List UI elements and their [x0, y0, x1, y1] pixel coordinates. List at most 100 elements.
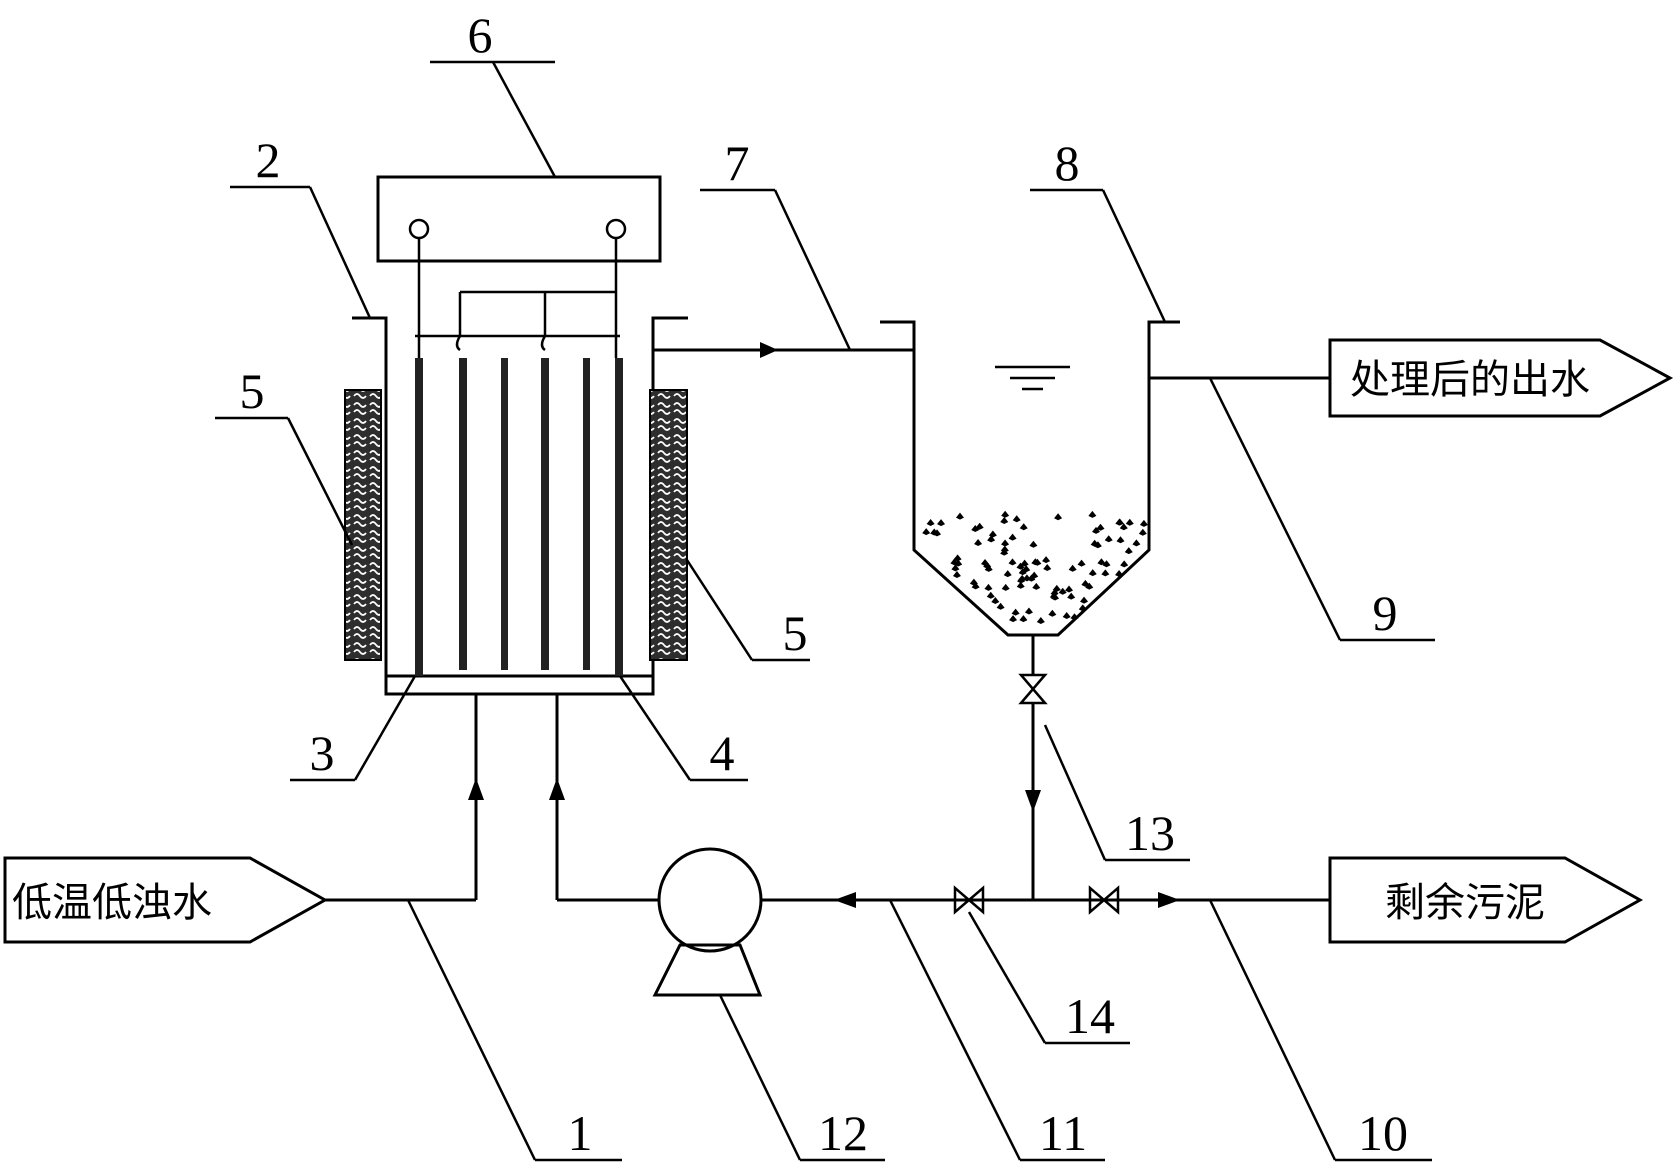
sludge-particle: [1049, 592, 1058, 600]
part-number-14: 14: [1065, 988, 1115, 1044]
bottom-piping: [325, 694, 1330, 997]
sludge-particle: [988, 530, 997, 538]
sludge-particle: [1058, 587, 1067, 595]
outlet-label: 处理后的出水: [1350, 357, 1590, 403]
flow-arrow-icon: [760, 342, 778, 358]
sludge-particle: [987, 535, 996, 543]
sludge-particle: [1119, 523, 1128, 531]
part-number-10: 10: [1358, 1105, 1408, 1161]
sludge-particle: [986, 591, 995, 599]
sludge-particle: [975, 522, 984, 530]
sludge-particle: [1001, 539, 1010, 547]
heating-jacket-left: [344, 389, 382, 661]
flow-arrow-icon: [1025, 790, 1041, 812]
flow-arrow-icon: [468, 778, 484, 800]
sludge-particle: [1077, 559, 1086, 567]
sludge-particle: [1115, 569, 1124, 577]
sludge-particle: [1019, 615, 1028, 623]
sludge-particle: [1043, 563, 1052, 571]
valve-icon: [1018, 673, 1048, 705]
sludge-particle: [1048, 609, 1057, 617]
electrode-plate: [583, 358, 590, 670]
sludge-particle: [1104, 535, 1113, 543]
sludge-particle: [1016, 562, 1025, 570]
sludge-discharge-pipe: [1018, 635, 1048, 900]
sludge-particle: [1097, 558, 1106, 566]
sludge-particle: [1096, 523, 1105, 531]
sludge-particle: [1070, 613, 1079, 621]
heating-jacket-right: [649, 389, 688, 661]
sludge-particle: [984, 564, 993, 572]
sludge-particle: [1115, 518, 1124, 526]
sludge-particle: [1008, 558, 1017, 566]
sludge-particle: [1085, 582, 1094, 590]
valve-icon: [953, 885, 985, 915]
part-number-5-right: 5: [783, 605, 808, 661]
sludge-particle: [1090, 539, 1099, 547]
sludge-particle: [991, 596, 1000, 604]
sludge-particle: [1116, 536, 1125, 544]
outlet-label-box: 处理后的出水: [1328, 338, 1674, 418]
settled-sludge: [922, 510, 1148, 625]
part-number-4: 4: [710, 725, 735, 781]
sludge-particle: [1088, 569, 1097, 577]
sludge-particle: [1016, 581, 1025, 589]
sludge-particle: [969, 578, 978, 586]
sludge-particle: [1124, 547, 1133, 555]
flow-arrow-icon: [1158, 892, 1180, 908]
valve-icon: [1088, 885, 1120, 915]
sludge-particle: [1003, 570, 1012, 578]
sludge-particle: [1080, 596, 1089, 604]
sludge-particle: [952, 570, 961, 578]
inlet-label: 低温低浊水: [12, 880, 212, 926]
overflow-pipe: [653, 342, 914, 358]
reactor-vessel: [352, 290, 688, 696]
sludge-particle: [1000, 545, 1009, 553]
sludge-particle: [1000, 517, 1009, 525]
sludge-particle: [1065, 585, 1074, 593]
sludge-particle: [971, 582, 980, 590]
electrode-plate: [459, 358, 467, 670]
sludge-particle: [1088, 510, 1097, 518]
cathode-terminal-icon: [605, 218, 627, 240]
sludge-particle: [937, 519, 946, 527]
sludge-particle: [1018, 568, 1027, 576]
electrode-plate: [415, 358, 423, 676]
part-number-8: 8: [1055, 135, 1080, 191]
sludge-particle: [1120, 560, 1129, 568]
sludge-particle: [1081, 579, 1090, 587]
sludge-particle: [1022, 565, 1031, 573]
sludge-particle: [930, 528, 939, 536]
sludge-particle: [1020, 559, 1029, 567]
sludge-particle: [1102, 560, 1111, 568]
sludge-particle: [996, 602, 1005, 610]
sludge-particle: [1062, 611, 1071, 619]
sludge-particle: [983, 561, 992, 569]
sludge-particle: [1092, 526, 1101, 534]
sludge-particle: [1029, 540, 1038, 548]
sludge-particle: [1012, 515, 1021, 523]
part-number-7: 7: [725, 135, 750, 191]
sludge-particle: [954, 559, 963, 567]
sludge-particle: [1068, 564, 1077, 572]
sludge-particle: [953, 554, 962, 562]
electrode-plate: [501, 358, 508, 670]
part-number-12: 12: [818, 1105, 868, 1161]
sludge-particle: [1024, 607, 1033, 615]
sludge-particle: [971, 524, 980, 532]
part-number-1: 1: [568, 1105, 593, 1161]
sludge-particle: [1008, 533, 1017, 541]
sludge-particle: [1078, 604, 1087, 612]
sludge-particle: [1001, 583, 1010, 591]
sludge-particle: [1138, 528, 1147, 536]
electrode-plate: [615, 358, 623, 676]
part-number-2: 2: [256, 132, 281, 188]
anode-terminal-icon: [408, 218, 430, 240]
part-number-3: 3: [310, 725, 335, 781]
sludge-particle: [1132, 539, 1141, 547]
sludge-particle: [926, 518, 935, 526]
sludge-particle: [974, 539, 983, 547]
pump-icon: [657, 847, 763, 953]
part-number-9: 9: [1373, 585, 1398, 641]
